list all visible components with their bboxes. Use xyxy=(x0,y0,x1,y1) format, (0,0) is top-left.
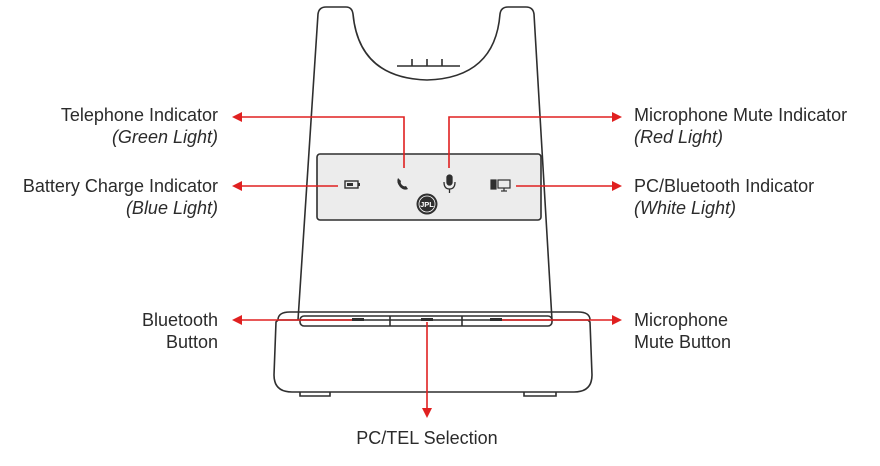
microphone-icon xyxy=(443,174,456,193)
label-bluetooth-button: Bluetooth Button xyxy=(142,309,218,353)
mic-mute-button-line1: Microphone xyxy=(634,310,729,330)
battery-indicator-sub: (Blue Light) xyxy=(125,198,218,218)
pc-bluetooth-icon xyxy=(490,179,511,192)
button-strip xyxy=(299,315,553,327)
label-mic-mute-indicator: Microphone Mute Indicator (Red Light) xyxy=(634,104,847,148)
label-pc-tel-selection: PC/TEL Selection xyxy=(356,427,497,449)
telephone-indicator-title: Telephone Indicator xyxy=(60,105,218,125)
base-foot xyxy=(273,319,593,393)
mic-mute-button-line2: Mute Button xyxy=(634,332,732,352)
headset-cradle xyxy=(297,6,553,321)
battery-indicator-title: Battery Charge Indicator xyxy=(22,176,218,196)
left-feet xyxy=(299,392,331,397)
label-pc-bt-indicator: PC/Bluetooth Indicator (White Light) xyxy=(634,175,814,219)
pc-tel-selection-title: PC/TEL Selection xyxy=(356,428,498,448)
pc-bt-indicator-sub: (White Light) xyxy=(634,198,737,218)
bluetooth-button-line1: Bluetooth xyxy=(141,310,218,330)
label-battery-indicator: Battery Charge Indicator (Blue Light) xyxy=(23,175,218,219)
mic-mute-indicator-title: Microphone Mute Indicator xyxy=(634,105,848,125)
battery-icon xyxy=(344,180,360,189)
pc-bt-indicator-title: PC/Bluetooth Indicator xyxy=(634,176,815,196)
bluetooth-button[interactable] xyxy=(352,318,364,321)
telephone-indicator-sub: (Green Light) xyxy=(111,127,218,147)
bluetooth-button-line2: Button xyxy=(165,332,218,352)
jpl-logo-text: JPL xyxy=(420,200,434,209)
base-station xyxy=(273,6,593,397)
mic-mute-indicator-sub: (Red Light) xyxy=(634,127,724,147)
base-top-rim xyxy=(277,311,591,321)
label-telephone-indicator: Telephone Indicator (Green Light) xyxy=(61,104,218,148)
right-feet xyxy=(523,392,557,397)
pc-tel-button[interactable] xyxy=(421,318,433,321)
charging-contacts xyxy=(397,59,460,67)
label-mic-mute-button: Microphone Mute Button xyxy=(634,309,731,353)
mic-mute-button[interactable] xyxy=(490,318,502,321)
indicator-panel xyxy=(316,153,542,221)
jpl-logo: JPL xyxy=(416,193,438,215)
phone-icon xyxy=(397,178,408,190)
arrow-telephone xyxy=(232,112,405,168)
arrow-mic-mute-indicator xyxy=(448,112,622,168)
